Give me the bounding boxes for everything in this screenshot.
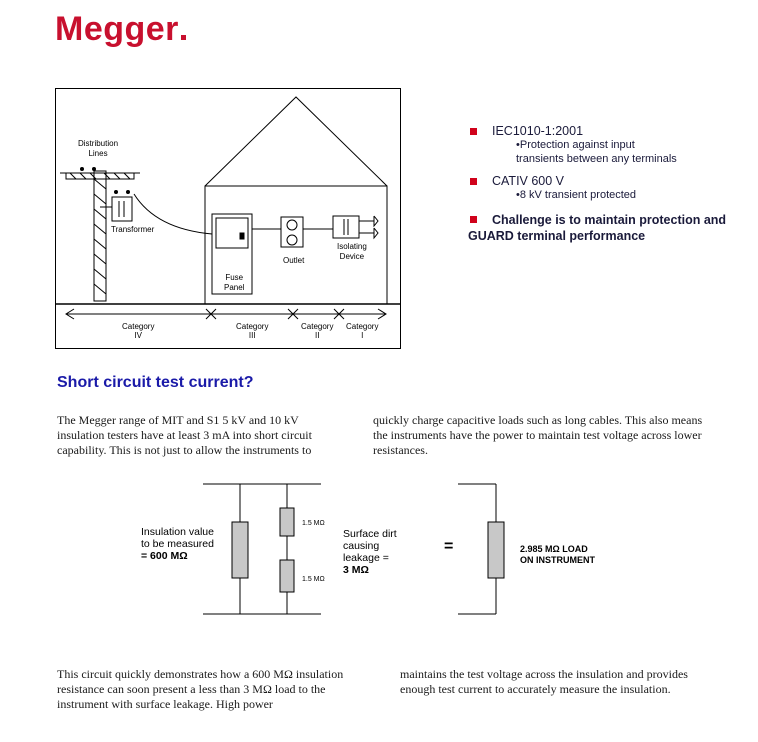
fuse-panel-label: Fuse Panel: [224, 273, 245, 292]
outlet-box: [280, 216, 304, 248]
bullet-iec: IEC1010-1:2001: [468, 124, 738, 138]
outro-paragraph-col1: This circuit quickly demonstrates how a …: [57, 667, 344, 711]
surface-dirt-label: Surface dirt causing leakage = 3 MΩ: [343, 528, 397, 576]
bullet-challenge: Challenge is to maintain protection and …: [468, 213, 727, 243]
insulation-resistor: [231, 521, 249, 579]
surface-resistor-top: [279, 507, 295, 537]
surface-resistor-bottom: [279, 559, 295, 593]
installation-category-diagram: Distribution Lines Transformer Outlet Is…: [55, 88, 401, 349]
bullet-cativ: CATIV 600 V: [468, 174, 738, 188]
load-resistor: [487, 521, 505, 579]
circuit-diagram: [203, 483, 505, 615]
intro-paragraph-col2: quickly charge capacitive loads such as …: [373, 413, 703, 457]
outlet-label: Outlet: [283, 256, 305, 265]
transformer-label: Transformer: [111, 225, 155, 234]
isolating-device-box: [332, 215, 360, 239]
equals-sign: =: [444, 538, 454, 555]
megger-logo: Megger: [55, 10, 186, 49]
bullet-iec-sub: •Protection against input transients bet…: [516, 139, 677, 165]
section-title: Short circuit test current?: [57, 374, 254, 391]
fuse-panel-box: [211, 213, 253, 295]
standards-bullets: IEC1010-1:2001 •Protection against input…: [468, 124, 738, 249]
insulation-value-label: Insulation value to be measured = 600 MΩ: [141, 526, 214, 562]
load-on-instrument-label: 2.985 MΩ LOAD ON INSTRUMENT: [520, 544, 595, 565]
house-roof: [204, 96, 388, 187]
bullet-square-icon: [470, 128, 477, 135]
distribution-lines-label: Distribution Lines: [78, 139, 119, 158]
utility-pole: [93, 170, 107, 302]
category-diagram-svg: [56, 96, 400, 320]
intro-paragraph-col1: The Megger range of MIT and S1 5 kV and …: [57, 413, 312, 457]
bullet-square-icon: [470, 216, 477, 223]
pole-transformer: [111, 196, 133, 222]
isolating-device-label: Isolating Device: [337, 242, 367, 261]
bullet-cativ-sub: •8 kV transient protected: [516, 189, 637, 201]
resistor-top-value: 1.5 MΩ: [302, 520, 325, 527]
bullet-square-icon: [470, 178, 477, 185]
logo-mark: [180, 35, 186, 40]
outro-paragraph-col2: maintains the test voltage across the in…: [400, 667, 688, 696]
resistor-bottom-value: 1.5 MΩ: [302, 576, 325, 583]
cross-arm: [65, 172, 135, 180]
